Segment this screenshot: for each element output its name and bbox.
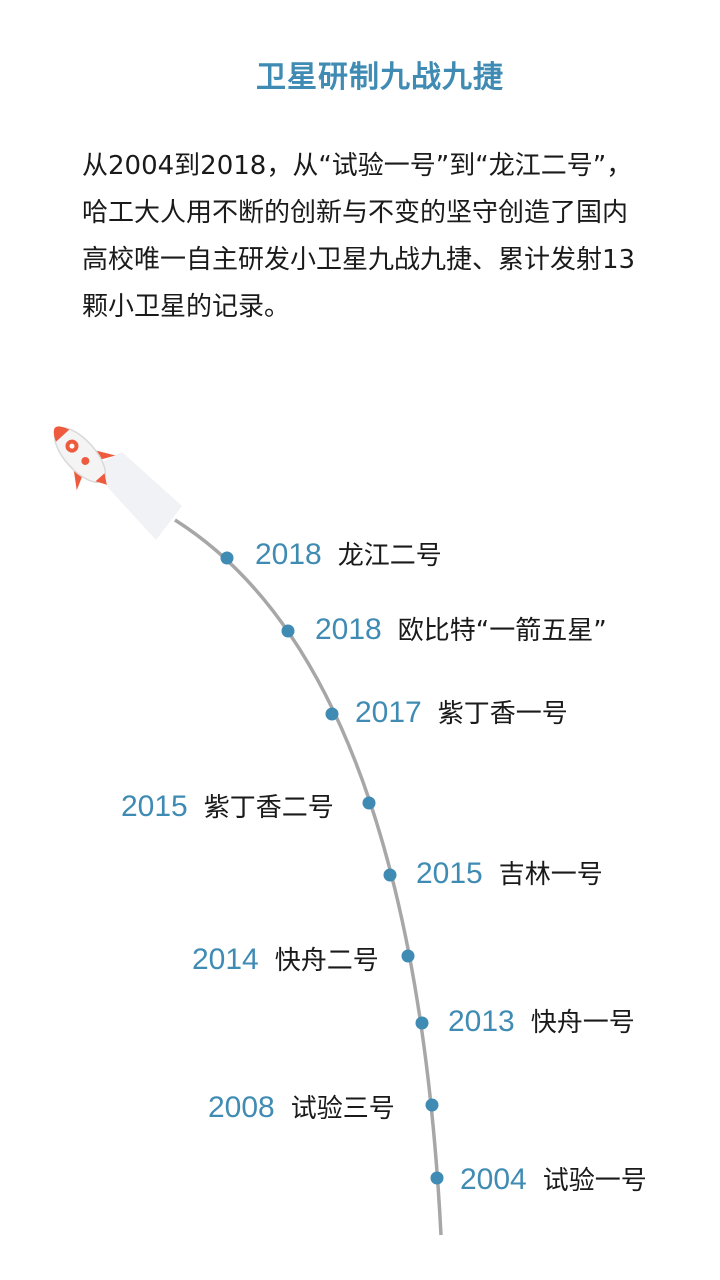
milestone-name: 试验一号: [542, 1166, 647, 1196]
milestone-year: 2015: [416, 857, 483, 890]
milestone-dot: [425, 1098, 439, 1112]
milestone-year: 2018: [255, 538, 322, 571]
milestone-name: 快舟二号: [274, 946, 379, 976]
rocket-icon: [53, 426, 116, 491]
milestone-dot: [362, 796, 376, 810]
milestone-name: 快舟一号: [530, 1008, 635, 1038]
milestone-item: 2015 吉林一号: [416, 856, 603, 892]
milestone-item: 2018 龙江二号: [255, 537, 442, 573]
milestone-year: 2013: [448, 1005, 515, 1038]
milestone-year: 2014: [192, 943, 259, 976]
milestone-year: 2004: [460, 1163, 527, 1196]
milestone-item: 2017 紫丁香一号: [355, 695, 568, 731]
rocket-trail: [90, 452, 182, 540]
milestone-name: 紫丁香一号: [437, 699, 568, 729]
milestone-dot: [430, 1171, 444, 1185]
intro-paragraph: 从2004到2018，从“试验一号”到“龙江二号”，哈工大人用不断的创新与不变的…: [82, 151, 636, 322]
milestone-year: 2008: [208, 1091, 275, 1124]
page-title: 卫星研制九战九捷: [256, 60, 504, 95]
milestone-year: 2017: [355, 696, 422, 729]
milestone-name: 紫丁香二号: [203, 793, 334, 823]
milestone-dot: [220, 551, 234, 565]
milestone-dot: [415, 1016, 429, 1030]
milestone-item: 2014 快舟二号: [192, 942, 379, 978]
milestone-year: 2018: [315, 613, 382, 646]
milestone-name: 龙江二号: [337, 541, 442, 571]
milestone-name: 吉林一号: [498, 860, 603, 890]
milestone-item: 2015 紫丁香二号: [121, 789, 334, 825]
milestone-dot: [401, 949, 415, 963]
milestone-item: 2008 试验三号: [208, 1090, 395, 1126]
milestone-year: 2015: [121, 790, 188, 823]
milestone-dot: [383, 868, 397, 882]
milestone-item: 2004 试验一号: [460, 1162, 647, 1198]
milestone-dot: [281, 624, 295, 638]
milestone-name: 欧比特“一箭五星”: [397, 616, 607, 646]
milestone-name: 试验三号: [290, 1094, 395, 1124]
trajectory-line: [174, 518, 443, 1236]
milestone-dot: [325, 707, 339, 721]
milestone-item: 2013 快舟一号: [448, 1004, 635, 1040]
milestone-item: 2018 欧比特“一箭五星”: [315, 612, 607, 648]
